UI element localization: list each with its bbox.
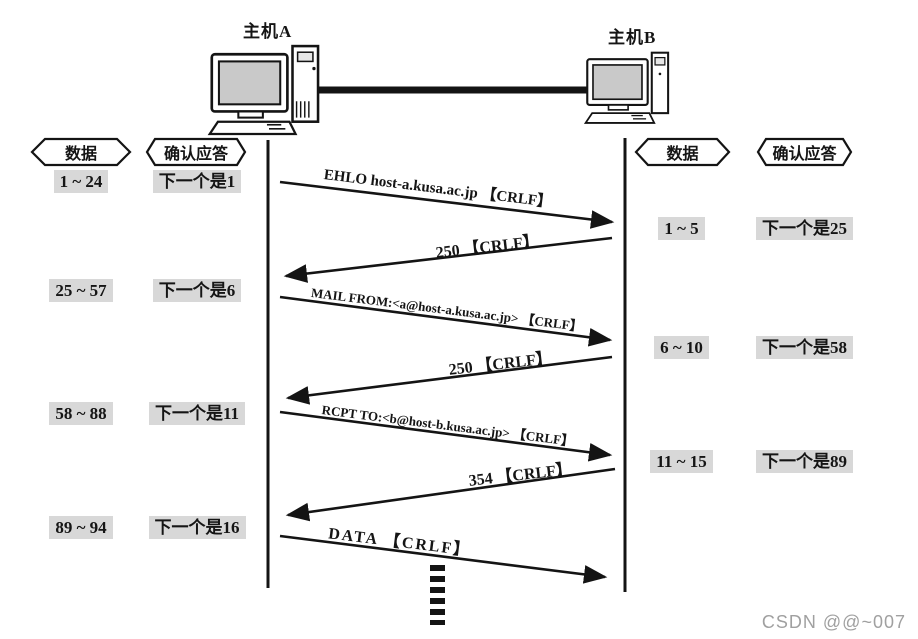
arrow-mail-from bbox=[279, 295, 613, 347]
right-row-ack: 下一个是89 bbox=[742, 450, 867, 473]
left-row-data: 1 ~ 24 bbox=[26, 170, 136, 193]
left-ack-header-badge: 确认应答 bbox=[145, 137, 247, 167]
watermark-text: CSDN @@~007 bbox=[761, 612, 906, 632]
right-row-ack: 下一个是58 bbox=[742, 336, 867, 359]
arrow-250-2 bbox=[285, 355, 613, 405]
left-row-ack: 下一个是6 bbox=[142, 279, 252, 302]
left-row-data: 58 ~ 88 bbox=[26, 402, 136, 425]
right-ack-header-label: 确认应答 bbox=[772, 146, 837, 163]
left-row-ack: 下一个是16 bbox=[142, 516, 252, 539]
computer-icon-host-a bbox=[207, 44, 320, 136]
left-row-data: 89 ~ 94 bbox=[26, 516, 136, 539]
arrow-250-1 bbox=[283, 236, 613, 283]
host-a-label: 主机A bbox=[243, 22, 293, 41]
left-data-header-badge: 数据 bbox=[30, 137, 132, 167]
arrow-354 bbox=[285, 467, 616, 522]
left-ack-header-label: 确认应答 bbox=[163, 146, 228, 163]
left-row-ack: 下一个是1 bbox=[142, 170, 252, 193]
right-data-header-badge: 数据 bbox=[634, 137, 731, 167]
arrow-rcpt-to bbox=[279, 410, 613, 462]
right-row-ack: 下一个是25 bbox=[742, 217, 867, 240]
left-row-data: 25 ~ 57 bbox=[26, 279, 136, 302]
right-row-data: 11 ~ 15 bbox=[634, 450, 729, 473]
right-ack-header-badge: 确认应答 bbox=[756, 137, 853, 167]
left-data-header-label: 数据 bbox=[64, 146, 97, 163]
left-row-ack: 下一个是11 bbox=[142, 402, 252, 425]
host-b-label: 主机B bbox=[608, 28, 657, 47]
right-data-header-label: 数据 bbox=[666, 146, 699, 163]
right-row-data: 6 ~ 10 bbox=[634, 336, 729, 359]
arrow-ehlo bbox=[279, 180, 615, 229]
arrow-data bbox=[279, 534, 608, 584]
right-row-data: 1 ~ 5 bbox=[634, 217, 729, 240]
continuation-ellipsis bbox=[430, 565, 445, 625]
computer-icon-host-b bbox=[584, 51, 670, 124]
